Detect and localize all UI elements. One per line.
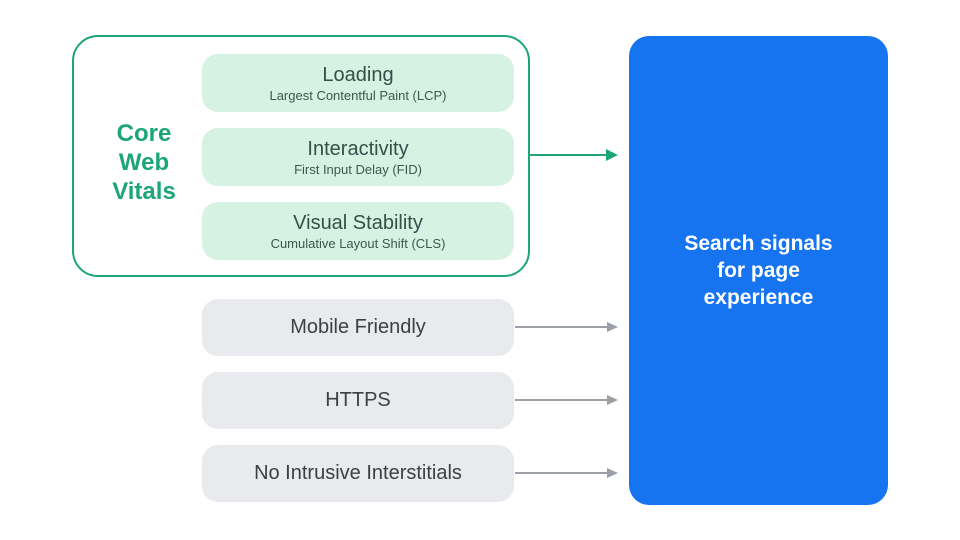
arrow-line (530, 154, 607, 156)
visual-stability-title: Visual Stability (293, 211, 423, 234)
arrow-line (515, 399, 608, 401)
interactivity-subtitle: First Input Delay (FID) (294, 161, 422, 177)
core-web-vitals-group: Core Web Vitals Loading Largest Contentf… (72, 35, 530, 277)
mobile-friendly-label: Mobile Friendly (290, 316, 426, 338)
mobile-friendly-pill: Mobile Friendly (202, 299, 514, 356)
loading-pill: Loading Largest Contentful Paint (LCP) (202, 54, 514, 112)
no-intrusive-interstitials-arrow-icon (515, 466, 618, 480)
loading-subtitle: Largest Contentful Paint (LCP) (269, 87, 447, 103)
arrow-head (607, 468, 618, 478)
arrow-line (515, 472, 608, 474)
arrow-head (607, 395, 618, 405)
loading-title: Loading (322, 63, 394, 86)
interactivity-pill: Interactivity First Input Delay (FID) (202, 128, 514, 186)
visual-stability-subtitle: Cumulative Layout Shift (CLS) (270, 235, 446, 251)
search-signals-box: Search signals for page experience (629, 36, 888, 505)
core-web-vitals-arrow-icon (530, 148, 618, 162)
no-intrusive-interstitials-label: No Intrusive Interstitials (254, 462, 462, 484)
search-signals-label: Search signals for page experience (684, 232, 833, 309)
https-arrow-icon (515, 393, 618, 407)
core-web-vitals-label: Core Web Vitals (112, 120, 176, 205)
no-intrusive-interstitials-pill: No Intrusive Interstitials (202, 445, 514, 502)
https-pill: HTTPS (202, 372, 514, 429)
mobile-friendly-arrow-icon (515, 320, 618, 334)
arrow-head (607, 322, 618, 332)
arrow-line (515, 326, 608, 328)
https-label: HTTPS (325, 389, 391, 411)
interactivity-title: Interactivity (307, 137, 409, 160)
arrow-head (606, 149, 618, 161)
visual-stability-pill: Visual Stability Cumulative Layout Shift… (202, 202, 514, 260)
